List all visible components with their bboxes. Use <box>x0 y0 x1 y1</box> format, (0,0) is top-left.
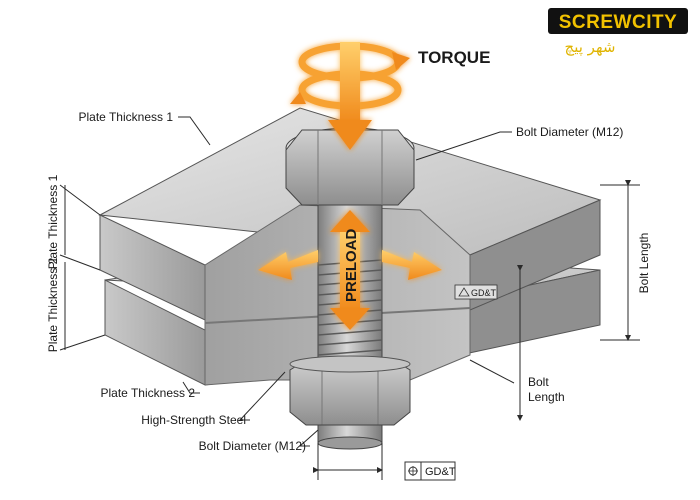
gdt-tag-small: GD&T <box>454 284 498 300</box>
preload-arrow <box>330 210 370 330</box>
bolt-length-front-label-line1: Bolt <box>528 375 549 389</box>
logo-arabic-text: شهر پیچ <box>565 38 616 57</box>
bolt-length-front-label-line2: Length <box>528 390 565 404</box>
clamp-force-arrow-left <box>258 250 318 280</box>
gdt-bottom-label: GD&T <box>425 466 456 478</box>
preload-label: PRELOAD <box>343 228 360 302</box>
plate-thickness-2-bottom-label: Plate Thickness 2 <box>101 386 196 400</box>
gdt-flatness-icon <box>458 287 470 297</box>
plate-thickness-1-top-label: Plate Thickness 1 <box>79 110 174 124</box>
gdt-small-label: GD&T <box>471 288 497 298</box>
high-strength-steel-label: High-Strength Steel <box>141 413 246 427</box>
screwcity-logo: SCREWCITY شهر پیچ <box>548 8 688 57</box>
bolt-length-side-label: Bolt Length <box>637 233 651 294</box>
logo-brand-text: SCREWCITY <box>559 12 678 33</box>
bolt-diameter-bottom-label: Bolt Diameter (M12) <box>199 439 306 453</box>
plate-thickness-2-side-label: Plate Thickness 2 <box>46 257 60 352</box>
bolt-diameter-top-label: Bolt Diameter (M12) <box>516 125 623 139</box>
nut <box>289 355 411 450</box>
torque-arrow <box>290 42 410 150</box>
leader-lines <box>59 116 640 480</box>
plate-thickness-1-side-label: Plate Thickness 1 <box>46 174 60 269</box>
torque-label: TORQUE <box>418 48 490 67</box>
gdt-tag-bottom: GD&T <box>404 461 456 481</box>
clamp-force-arrow-right <box>382 250 442 280</box>
